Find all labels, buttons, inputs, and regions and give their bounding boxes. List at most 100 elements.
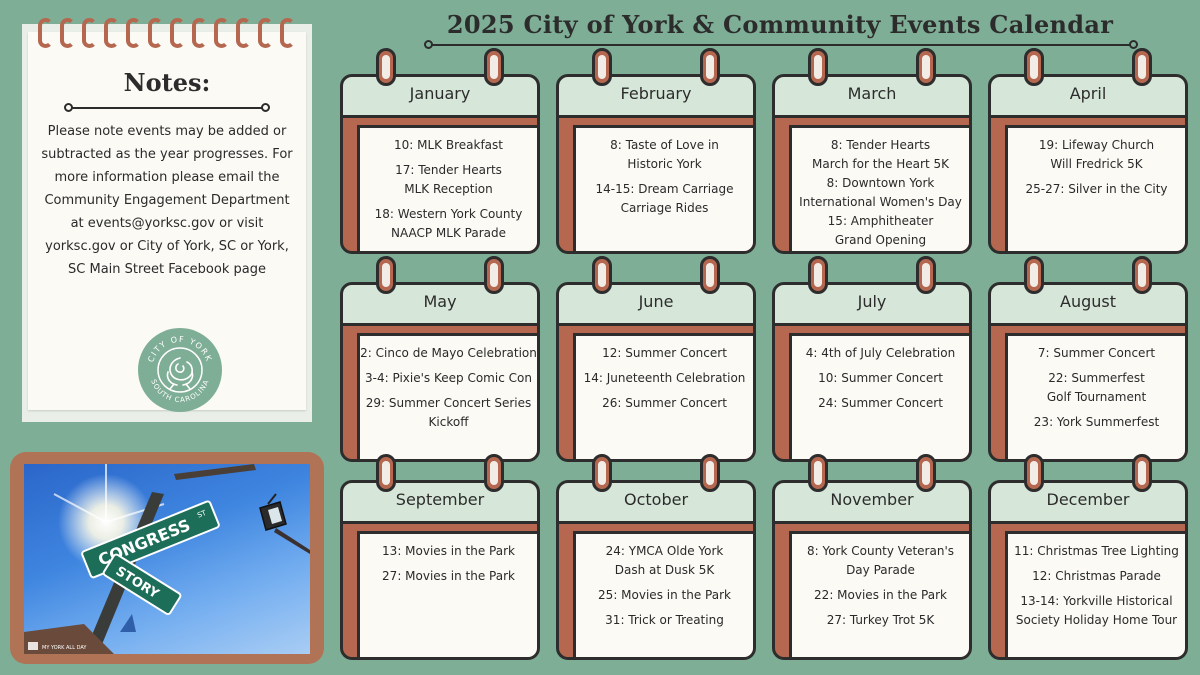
month-event-page: 10: MLK Breakfast 17: Tender Hearts MLK R… xyxy=(357,125,537,251)
binder-ring-right-icon xyxy=(700,454,720,492)
notes-card: Notes: Please note events may be added o… xyxy=(22,18,312,422)
event-item: 2: Cinco de Mayo Celebration xyxy=(360,346,537,360)
month-card-may: 2: Cinco de Mayo Celebration 3-4: Pixie's… xyxy=(340,256,540,468)
event-item: 24: YMCA Olde York Dash at Dusk 5K xyxy=(605,544,724,577)
photo-watermark: MY YORK ALL DAY xyxy=(42,645,87,651)
month-name: March xyxy=(847,84,897,103)
event-item: 11: Christmas Tree Lighting xyxy=(1014,544,1179,558)
month-body: 10: MLK Breakfast 17: Tender Hearts MLK R… xyxy=(340,114,540,254)
sign-street-suffix: ST xyxy=(196,509,208,520)
binder-ring-right-icon xyxy=(916,256,936,294)
event-item: 13: Movies in the Park xyxy=(382,544,515,558)
month-header: July xyxy=(772,282,972,326)
notes-heading: Notes: xyxy=(123,68,211,97)
spiral-ring xyxy=(82,18,97,48)
rose-seal-icon: CITY OF YORK SOUTH CAROLINA xyxy=(140,330,220,410)
month-header: November xyxy=(772,480,972,524)
month-name: January xyxy=(409,84,471,103)
event-item: 10: MLK Breakfast xyxy=(394,138,503,152)
month-name: September xyxy=(395,490,485,509)
notes-rule-dot-right xyxy=(261,103,270,112)
month-card-march: 8: Tender Hearts March for the Heart 5K … xyxy=(772,48,972,260)
event-item: 26: Summer Concert xyxy=(602,396,727,410)
event-item: 19: Lifeway Church Will Fredrick 5K xyxy=(1038,138,1155,171)
binder-ring-left-icon xyxy=(592,256,612,294)
month-name: June xyxy=(638,292,674,311)
month-name: November xyxy=(830,490,914,509)
binder-ring-left-icon xyxy=(808,256,828,294)
event-item: 23: York Summerfest xyxy=(1033,415,1160,429)
spiral-ring xyxy=(148,18,163,48)
event-item: 3-4: Pixie's Keep Comic Con xyxy=(365,371,532,385)
spiral-ring xyxy=(236,18,251,48)
event-item: 10: Summer Concert xyxy=(818,371,943,385)
binder-ring-right-icon xyxy=(1132,256,1152,294)
binder-ring-left-icon xyxy=(376,256,396,294)
binder-ring-left-icon xyxy=(1024,256,1044,294)
notes-sheet: Notes: Please note events may be added o… xyxy=(28,18,306,412)
binder-ring-right-icon xyxy=(484,256,504,294)
page-title: 2025 City of York & Community Events Cal… xyxy=(446,10,1114,39)
binder-ring-right-icon xyxy=(916,48,936,86)
month-name: May xyxy=(423,292,457,311)
title-rule xyxy=(430,44,1132,46)
month-header: October xyxy=(556,480,756,524)
spiral-ring xyxy=(104,18,119,48)
event-list: 10: MLK Breakfast 17: Tender Hearts MLK R… xyxy=(360,136,537,249)
month-header: June xyxy=(556,282,756,326)
event-list: 8: Tender Hearts March for the Heart 5K … xyxy=(792,136,969,251)
month-event-page: 2: Cinco de Mayo Celebration 3-4: Pixie's… xyxy=(357,333,537,459)
binder-ring-right-icon xyxy=(700,256,720,294)
event-item: 8: Tender Hearts March for the Heart 5K … xyxy=(799,138,962,247)
street-sign-photo: CONGRESS ST STORY MY YORK ALL DAY xyxy=(24,464,310,654)
event-item: 7: Summer Concert xyxy=(1037,346,1156,360)
binder-ring-right-icon xyxy=(484,48,504,86)
notepad-spirals xyxy=(38,18,310,58)
month-name: July xyxy=(857,292,887,311)
binder-ring-left-icon xyxy=(808,454,828,492)
month-header: August xyxy=(988,282,1188,326)
notes-rule-dot-left xyxy=(64,103,73,112)
event-item: 17: Tender Hearts MLK Reception xyxy=(395,163,502,196)
spiral-ring xyxy=(214,18,229,48)
binder-ring-left-icon xyxy=(376,48,396,86)
month-name: December xyxy=(1046,490,1130,509)
month-body: 2: Cinco de Mayo Celebration 3-4: Pixie's… xyxy=(340,322,540,462)
month-header: May xyxy=(340,282,540,326)
event-list: 2: Cinco de Mayo Celebration 3-4: Pixie's… xyxy=(360,344,537,438)
event-item: 29: Summer Concert Series Kickoff xyxy=(365,396,532,429)
spiral-ring xyxy=(258,18,273,48)
spiral-ring xyxy=(126,18,141,48)
spiral-ring xyxy=(60,18,75,48)
binder-ring-right-icon xyxy=(1132,454,1152,492)
title-rule-dot-right xyxy=(1129,40,1138,49)
event-item: 22: Movies in the Park xyxy=(814,588,947,602)
